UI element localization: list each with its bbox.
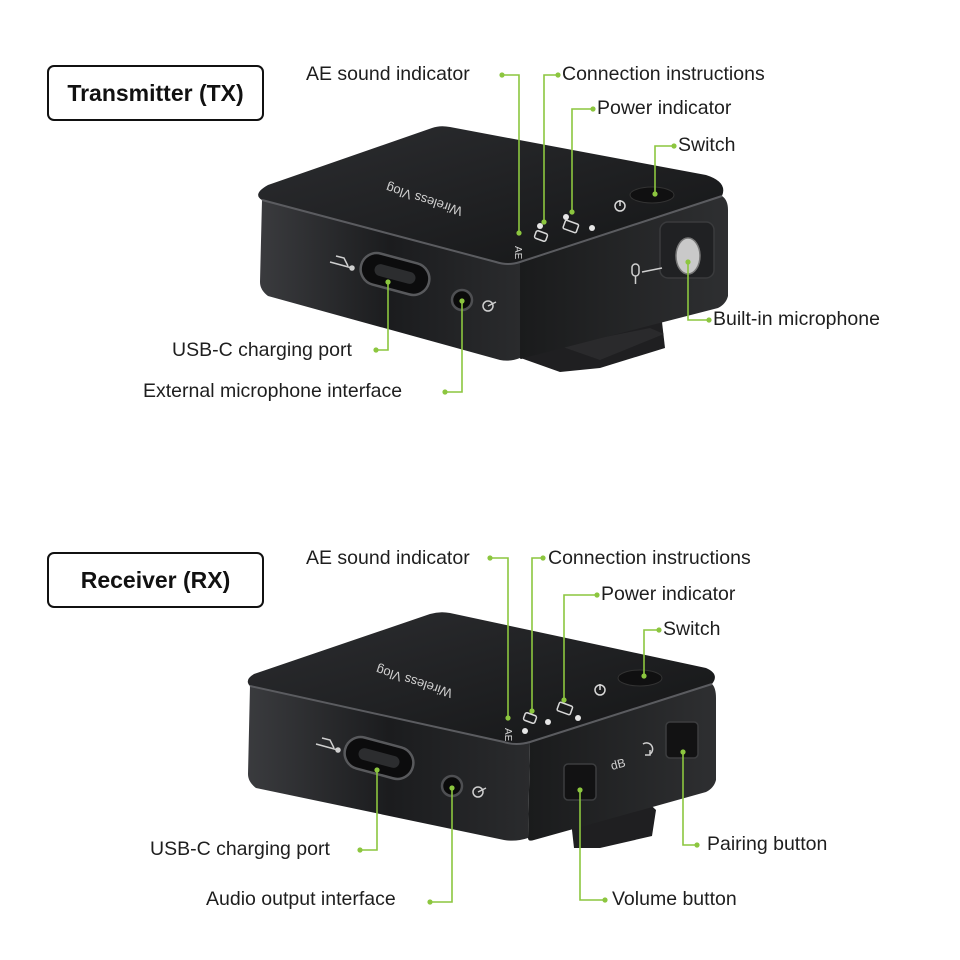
- tx-label-switch: Switch: [678, 134, 736, 156]
- rx-conn-led: [545, 719, 551, 725]
- rx-pairing-button: [665, 721, 699, 759]
- svg-text:AE: AE: [502, 728, 513, 742]
- rx-label-ae-sound-indicator: AE sound indicator: [306, 547, 470, 569]
- rx-label-switch: Switch: [663, 618, 721, 640]
- rx-ae-led: [522, 728, 528, 734]
- tx-conn-led: [563, 214, 569, 220]
- rx-label-audio-output-interface: Audio output interface: [206, 888, 396, 910]
- tx-ae-led: [537, 223, 543, 229]
- rx-label-usbc-charging-port: USB-C charging port: [150, 838, 330, 860]
- rx-power-led: [575, 715, 581, 721]
- transmitter-device: Wireless Vlog AE: [258, 126, 728, 372]
- tx-label-external-microphone-interface: External microphone interface: [143, 380, 403, 402]
- tx-label-builtin-microphone: Built-in microphone: [713, 308, 880, 330]
- tx-switch: [629, 186, 675, 204]
- tx-power-led: [589, 225, 595, 231]
- rx-switch: [617, 669, 663, 687]
- tx-label-usbc-charging-port: USB-C charging port: [172, 339, 352, 361]
- rx-label-connection-instructions: Connection instructions: [548, 547, 751, 569]
- tx-label-power-indicator: Power indicator: [597, 97, 732, 119]
- receiver-title: Receiver (RX): [47, 552, 264, 608]
- tx-label-ae-sound-indicator: AE sound indicator: [306, 63, 470, 85]
- rx-callouts: [357, 555, 700, 905]
- rx-label-power-indicator: Power indicator: [601, 583, 736, 605]
- rx-label-volume-button: Volume button: [612, 888, 737, 910]
- transmitter-title: Transmitter (TX): [47, 65, 264, 121]
- receiver-device: Wireless Vlog AE dB: [247, 612, 716, 848]
- tx-label-connection-instructions: Connection instructions: [562, 63, 765, 85]
- rx-db-marking: dB: [609, 756, 627, 773]
- svg-text:AE: AE: [512, 246, 523, 260]
- rx-label-pairing-button: Pairing button: [707, 833, 828, 855]
- tx-callouts: [373, 72, 712, 395]
